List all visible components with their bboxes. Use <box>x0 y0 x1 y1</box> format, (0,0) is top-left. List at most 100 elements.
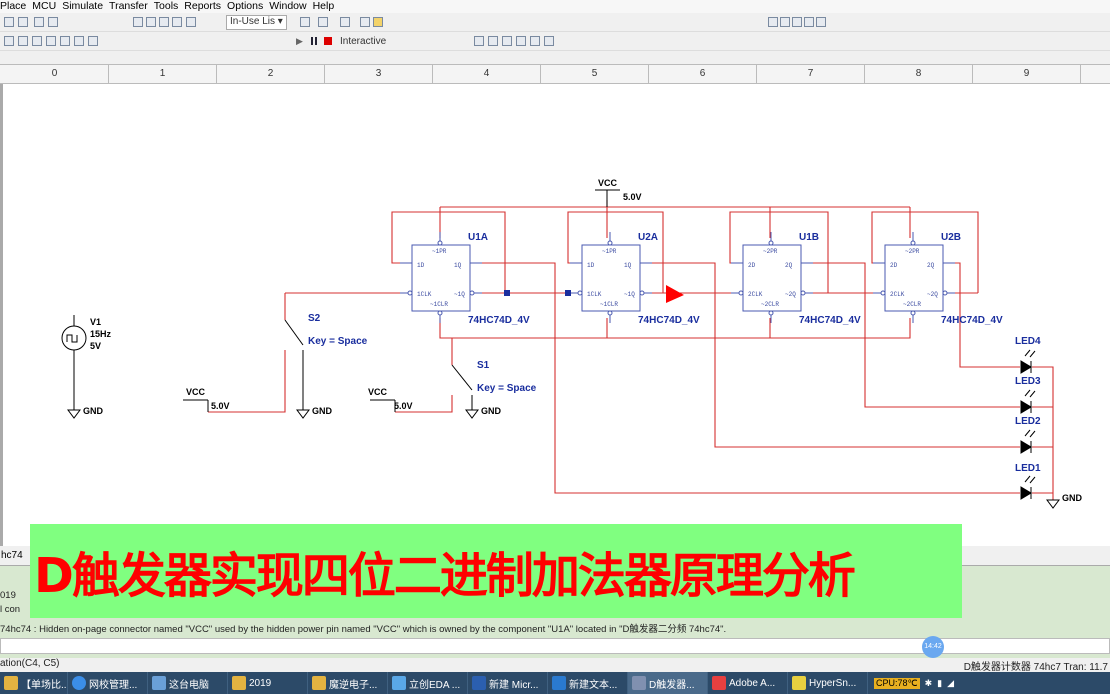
pin-clk-label: 2CLK <box>890 291 905 298</box>
component-icon[interactable] <box>300 17 310 27</box>
taskbar: 【单场比... 网校管理... 这台电脑 2019 魔逆电子... 立创EDA … <box>0 672 1110 694</box>
network-icon[interactable]: ▮ <box>937 677 943 688</box>
in-use-list-dropdown[interactable]: In-Use Lis ▾ <box>226 15 287 30</box>
wires <box>208 200 1054 500</box>
menu-place[interactable]: Place <box>0 0 27 12</box>
tool-icon[interactable] <box>74 36 84 46</box>
zoom-out-icon[interactable] <box>780 17 790 27</box>
search-icon[interactable] <box>360 17 370 27</box>
paste-icon[interactable] <box>4 17 14 27</box>
vcc-value: 5.0V <box>211 401 230 411</box>
vscode-icon <box>552 676 566 690</box>
task-item[interactable]: 新建 Micr... <box>468 672 548 694</box>
probe-icon[interactable] <box>502 36 512 46</box>
probe-icon[interactable] <box>488 36 498 46</box>
pin-bubble <box>437 310 443 316</box>
menu-reports[interactable]: Reports <box>184 0 222 12</box>
task-item[interactable]: HyperSn... <box>788 672 868 694</box>
component-icon[interactable] <box>340 17 350 27</box>
tool-icon[interactable] <box>4 36 14 46</box>
zoom-fit-icon[interactable] <box>804 17 814 27</box>
menu-options[interactable]: Options <box>227 0 264 12</box>
stop-icon[interactable] <box>323 36 333 46</box>
menu-simulate[interactable]: Simulate <box>62 0 104 12</box>
tool-icon[interactable] <box>32 36 42 46</box>
tab-file[interactable]: hc74 <box>1 550 23 561</box>
folder-icon <box>312 676 326 690</box>
task-item[interactable]: Adobe A... <box>708 672 788 694</box>
v1-name: V1 <box>90 317 101 327</box>
pin-bubble <box>768 310 774 316</box>
redo-icon[interactable] <box>48 17 58 27</box>
adobe-icon <box>712 676 726 690</box>
pin-bubble <box>910 310 916 316</box>
toolbar-sim: ▶ Interactive <box>0 33 1110 51</box>
task-label: 新建 Micr... <box>489 679 539 691</box>
task-item[interactable]: 网校管理... <box>68 672 148 694</box>
menu-tools[interactable]: Tools <box>153 0 179 12</box>
table-icon[interactable] <box>186 17 196 27</box>
tool-icon[interactable] <box>60 36 70 46</box>
pin-bubble <box>910 240 916 246</box>
black-wires <box>73 189 620 412</box>
menu-transfer[interactable]: Transfer <box>109 0 148 12</box>
menu-window[interactable]: Window <box>269 0 307 12</box>
run-icon[interactable]: ▶ <box>296 36 303 46</box>
tool-icon[interactable] <box>88 36 98 46</box>
v1-source[interactable] <box>61 325 87 351</box>
task-item-active[interactable]: D触发器... <box>628 672 708 694</box>
v1-amp: 5V <box>90 341 101 351</box>
menu-mcu[interactable]: MCU <box>32 0 57 12</box>
probe-icon[interactable] <box>544 36 554 46</box>
task-item[interactable]: 2019 <box>228 672 308 694</box>
probe-icon[interactable] <box>530 36 540 46</box>
pause-icon[interactable] <box>310 36 320 46</box>
help-bulb-icon[interactable] <box>373 17 383 27</box>
pin-clr-label: ~2CLR <box>903 301 921 308</box>
v1-freq: 15Hz <box>90 329 112 339</box>
probe-icon[interactable] <box>474 36 484 46</box>
view-icon[interactable] <box>146 17 156 27</box>
component-icon[interactable] <box>318 17 328 27</box>
zoom-area-icon[interactable] <box>792 17 802 27</box>
view-icon[interactable] <box>159 17 169 27</box>
pin-clk-label: 1CLK <box>417 291 432 298</box>
volume-icon[interactable]: ◢ <box>947 677 955 688</box>
view-icon[interactable] <box>172 17 182 27</box>
pin-pr-label: ~1PR <box>432 248 447 255</box>
toolbar-main: In-Use Lis ▾ <box>0 14 1110 32</box>
tool-icon[interactable] <box>18 36 28 46</box>
task-item[interactable]: 【单场比... <box>0 672 68 694</box>
zoom-in-icon[interactable] <box>768 17 778 27</box>
task-item[interactable]: 立创EDA ... <box>388 672 468 694</box>
banner-title: D触发器实现四位二进制加法器原理分析 <box>34 548 856 604</box>
fullscreen-icon[interactable] <box>816 17 826 27</box>
task-item[interactable]: 新建文本... <box>548 672 628 694</box>
copy-icon[interactable] <box>18 17 28 27</box>
menu-help[interactable]: Help <box>312 0 335 12</box>
led-4[interactable] <box>1020 349 1036 374</box>
probe-icon[interactable] <box>516 36 526 46</box>
pin-d-label: 2D <box>748 262 756 269</box>
view-icon[interactable] <box>133 17 143 27</box>
pin-bubble <box>607 240 613 246</box>
led-2[interactable] <box>1020 429 1036 454</box>
task-item[interactable]: 这台电脑 <box>148 672 228 694</box>
s1-name: S1 <box>477 360 490 371</box>
bluetooth-icon[interactable]: ✱ <box>924 677 933 688</box>
schematic-canvas[interactable]: V1 15Hz 5V GND GND GND GND VCC 5.0V VCC … <box>0 84 1110 546</box>
led-1[interactable] <box>1020 475 1036 500</box>
ruler-col: 4 <box>433 65 541 83</box>
task-item[interactable]: 魔逆电子... <box>308 672 388 694</box>
mouse-cursor-icon <box>666 285 684 303</box>
pin-pr-label: ~1PR <box>602 248 617 255</box>
interactive-label[interactable]: Interactive <box>340 36 387 47</box>
led-3[interactable] <box>1020 389 1036 414</box>
tool-icon[interactable] <box>46 36 56 46</box>
pin-clk-label: 2CLK <box>748 291 763 298</box>
undo-icon[interactable] <box>34 17 44 27</box>
